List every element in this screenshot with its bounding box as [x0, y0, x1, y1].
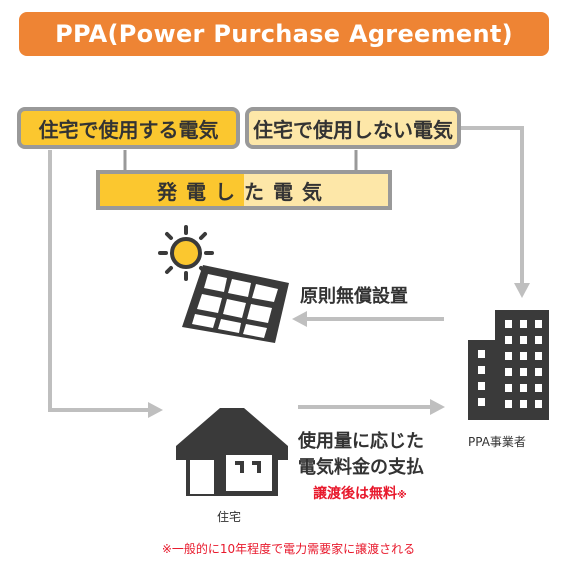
payment-label: 使用量に応じた 電気料金の支払 [298, 429, 424, 481]
sun-icon [158, 225, 214, 281]
title-banner: PPA(Power Purchase Agreement) [19, 12, 549, 56]
company-label: PPA事業者 [468, 435, 526, 449]
arrow-payment [298, 399, 445, 415]
solar-panel-icon [182, 265, 289, 343]
transfer-note: 譲渡後は無料※ [313, 483, 407, 503]
transfer-note-text: 譲渡後は無料 [313, 486, 397, 502]
footnote: ※一般的に10年程度で電力需要家に譲渡される [161, 542, 416, 556]
transfer-note-mark: ※ [397, 490, 407, 501]
payment-label-line1: 使用量に応じた [298, 431, 424, 452]
used-electricity-box: 住宅で使用する電気 [17, 107, 240, 149]
arrow-install [292, 311, 444, 327]
house-label: 住宅 [217, 510, 242, 524]
house-icon [176, 408, 288, 496]
page-title: PPA(Power Purchase Agreement) [55, 20, 513, 48]
arrow-unused-to-company [461, 126, 530, 298]
payment-label-line2: 電気料金の支払 [298, 457, 424, 478]
generated-electricity-label: 発電した電気 [157, 179, 331, 204]
install-label: 原則無償設置 [300, 286, 408, 307]
generated-used-portion [100, 174, 244, 206]
building-icon [468, 310, 549, 420]
arrow-used-to-house [48, 150, 163, 418]
generated-unused-portion [244, 174, 388, 206]
generated-electricity-bar [96, 170, 392, 210]
unused-electricity-box: 住宅で使用しない電気 [245, 107, 461, 149]
